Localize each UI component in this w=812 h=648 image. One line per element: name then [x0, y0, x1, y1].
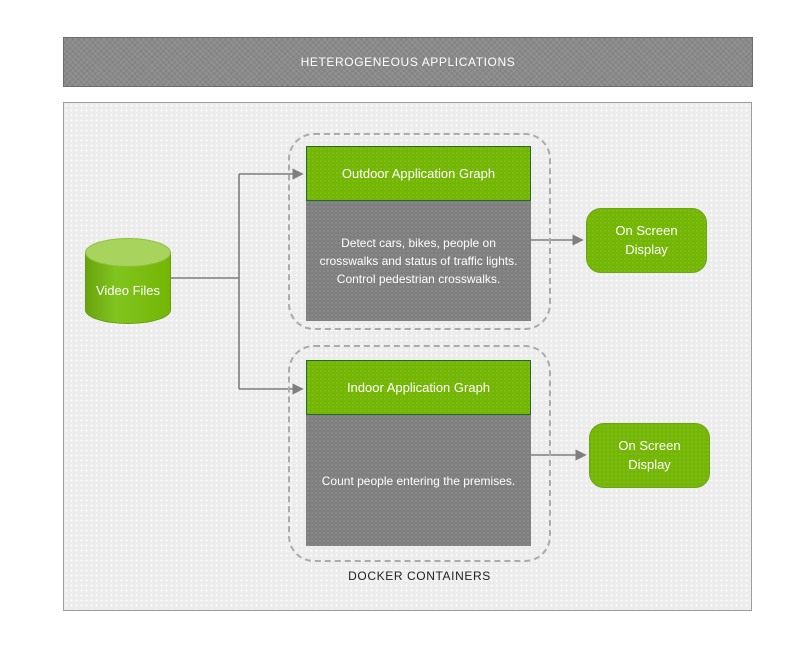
outdoor-graph-description-box: Detect cars, bikes, people on crosswalks… — [306, 201, 531, 321]
indoor-application-graph-node: Indoor Application Graph Count people en… — [306, 360, 531, 546]
video-files-node: Video Files — [85, 238, 171, 324]
indoor-graph-description-box: Count people entering the premises. — [306, 415, 531, 546]
video-files-label: Video Files — [95, 283, 161, 298]
header-title: HETEROGENEOUS APPLICATIONS — [300, 55, 516, 69]
docker-containers-caption: DOCKER CONTAINERS — [348, 569, 491, 583]
outdoor-graph-title: Outdoor Application Graph — [341, 166, 496, 181]
docker-container-outdoor — [288, 133, 551, 330]
header-bar: HETEROGENEOUS APPLICATIONS — [63, 37, 753, 87]
indoor-graph-description: Count people entering the premises. — [321, 473, 516, 488]
cylinder-top — [85, 238, 171, 267]
outdoor-graph-description: Detect cars, bikes, people on crosswalks… — [319, 236, 518, 286]
osd-label-outdoor: On Screen Display — [615, 222, 678, 257]
on-screen-display-node-outdoor: On Screen Display — [586, 208, 707, 273]
outdoor-application-graph-node: Outdoor Application Graph Detect cars, b… — [306, 146, 531, 321]
indoor-graph-title: Indoor Application Graph — [346, 380, 491, 395]
docker-container-indoor — [288, 345, 551, 562]
on-screen-display-node-indoor: On Screen Display — [589, 423, 710, 488]
indoor-graph-header: Indoor Application Graph — [306, 360, 531, 415]
outdoor-graph-header: Outdoor Application Graph — [306, 146, 531, 201]
osd-label-indoor: On Screen Display — [618, 437, 681, 472]
